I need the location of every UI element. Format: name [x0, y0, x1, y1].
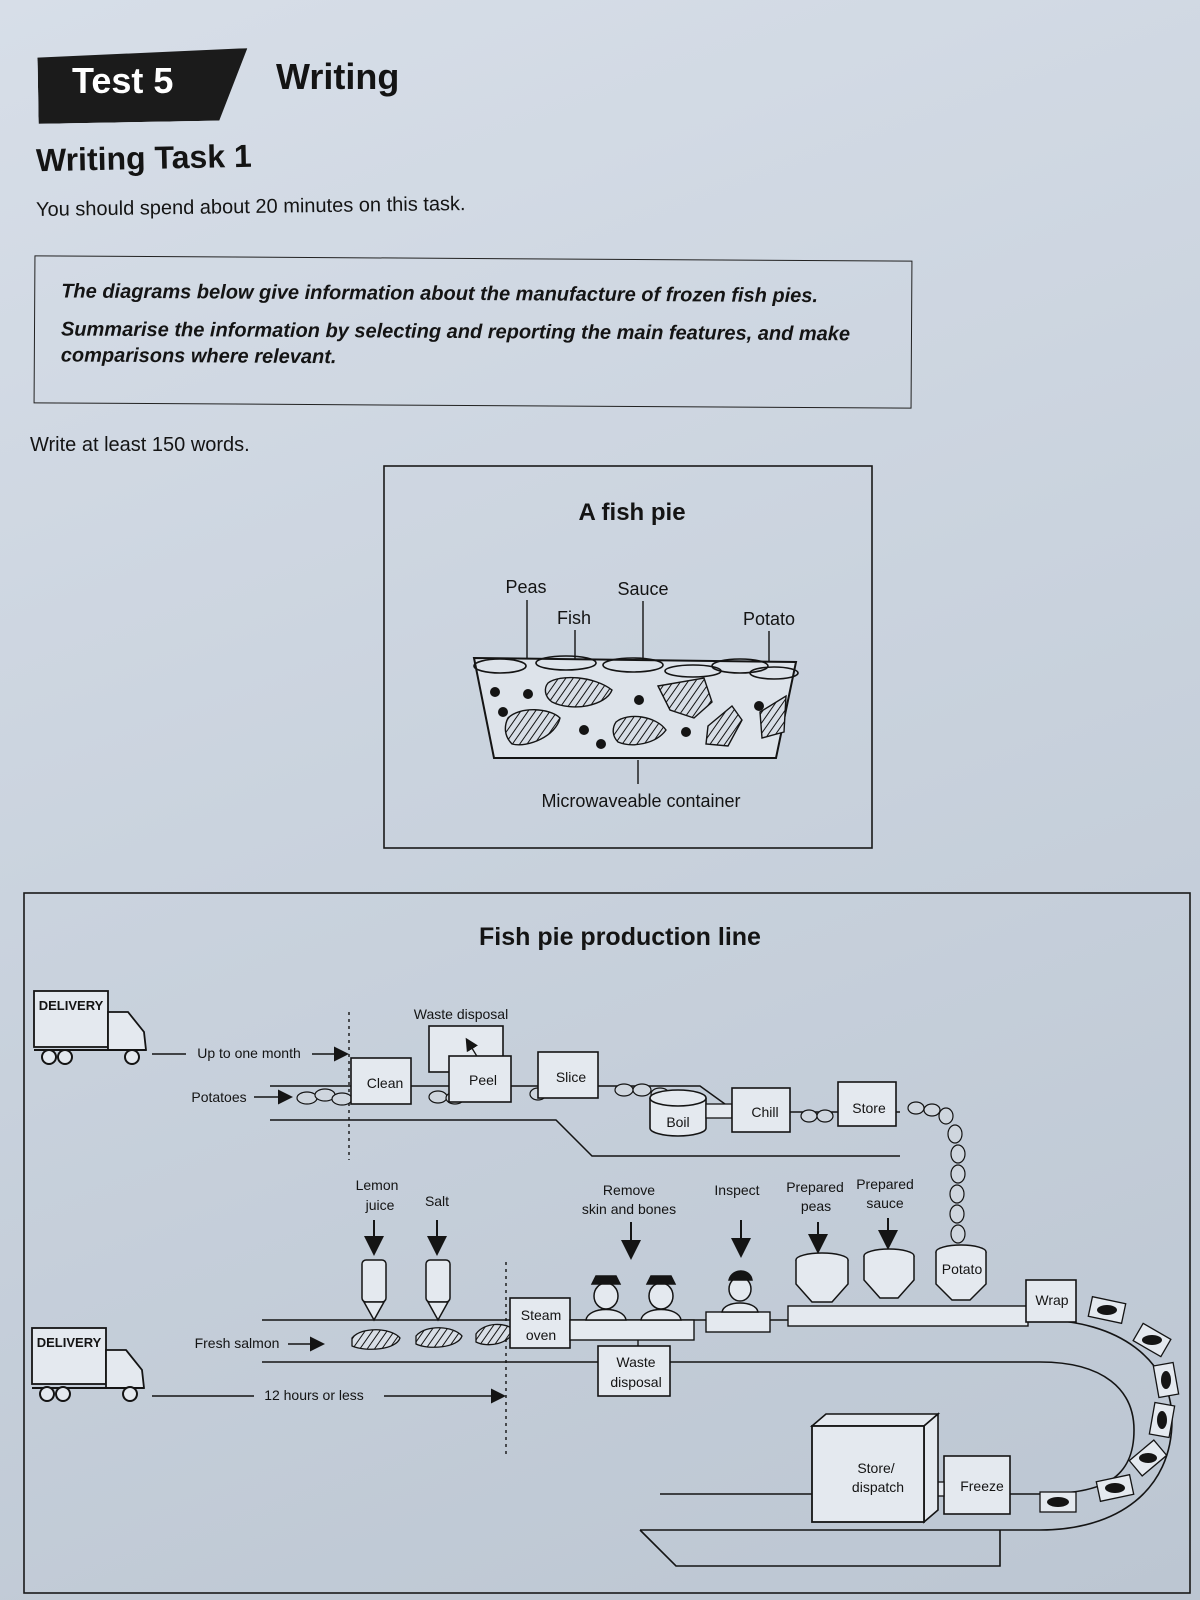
peas-hopper [795, 1252, 849, 1303]
lemon-label-line1: Lemon [356, 1177, 399, 1193]
slice-station: Slice [537, 1051, 599, 1099]
potatoes-input-label: Potatoes [191, 1089, 246, 1105]
fish-pie-frame [383, 465, 873, 849]
peel-station: Peel [448, 1055, 512, 1103]
store-label: Store [852, 1100, 886, 1116]
lemon-juice-dispenser [361, 1259, 387, 1322]
production-line-title: Fish pie production line [479, 923, 761, 951]
steam-oven-label-1: Steam [521, 1307, 561, 1323]
salt-dispenser [425, 1259, 451, 1322]
inspect-label: Inspect [714, 1182, 759, 1198]
wrap-station: Wrap [1025, 1279, 1077, 1323]
store-dispatch-label-2: dispatch [852, 1479, 904, 1495]
chill-station: Chill [731, 1087, 791, 1133]
chill-label: Chill [751, 1104, 778, 1120]
fish-waste-label-1: Waste [616, 1354, 655, 1370]
test-label: Test 5 [72, 60, 174, 101]
steam-oven-label-2: oven [526, 1327, 556, 1343]
freeze-label: Freeze [960, 1478, 1004, 1494]
potato-label: Potato [743, 609, 795, 629]
prepared-peas-label-2: peas [801, 1198, 831, 1214]
salt-label: Salt [425, 1193, 449, 1209]
clean-station: Clean [350, 1057, 412, 1105]
container-label: Microwaveable container [541, 791, 740, 811]
delivery-truck-potatoes: DELIVERY [33, 990, 148, 1065]
clean-label: Clean [367, 1075, 404, 1091]
wrapped-pies [1039, 1295, 1180, 1513]
worker-figures [585, 1270, 759, 1321]
production-line-diagram: Fish pie production line DELIVERY Up to … [23, 892, 1191, 1594]
section-title: Writing [276, 56, 400, 97]
slice-label: Slice [556, 1069, 587, 1085]
salmon-fillets [351, 1323, 515, 1350]
remove-label-line2: skin and bones [582, 1201, 676, 1217]
potato-waste-label: Waste disposal [414, 1006, 508, 1022]
sauce-hopper [863, 1248, 915, 1299]
freeze-station: Freeze [943, 1455, 1011, 1515]
boil-label: Boil [666, 1114, 689, 1130]
delivery-label-2: DELIVERY [37, 1335, 102, 1350]
delivery-label-1: DELIVERY [39, 998, 104, 1013]
fish-pieces [504, 676, 787, 747]
store-dispatch-label-1: Store/ [857, 1460, 894, 1476]
word-count-instruction: Write at least 150 words. [30, 434, 250, 456]
wrapped-pie-contents [1047, 1305, 1171, 1507]
wrap-label: Wrap [1035, 1292, 1068, 1308]
fish-pie-title: A fish pie [578, 499, 685, 526]
fish-pie-diagram: A fish pie Peas Sauce Fish Potato [383, 465, 873, 849]
potato-hopper-label: Potato [942, 1261, 983, 1277]
peas-dots [490, 687, 764, 749]
peas-label: Peas [505, 577, 546, 597]
salmon-input-label: Fresh salmon [195, 1335, 280, 1351]
prepared-peas-label-1: Prepared [786, 1179, 844, 1195]
sauce-label: Sauce [617, 579, 668, 599]
salmon-timing-label: 12 hours or less [264, 1387, 364, 1403]
store-station: Store [837, 1081, 897, 1127]
production-line-frame [23, 892, 1191, 1594]
remove-label-line1: Remove [603, 1182, 655, 1198]
lemon-label-line2: juice [365, 1197, 395, 1213]
fish-waste-disposal: Waste disposal [597, 1340, 671, 1397]
potato-hopper: Potato [935, 1244, 987, 1301]
store-dispatch-station: Store/ dispatch [809, 1412, 941, 1524]
fish-label: Fish [557, 608, 591, 628]
steam-oven-station: Steam oven [509, 1297, 571, 1349]
peel-label: Peel [469, 1072, 497, 1088]
boil-station: Boil [649, 1089, 707, 1137]
sauce-surface [473, 655, 799, 680]
delivery-truck-salmon: DELIVERY [31, 1327, 146, 1402]
prepared-sauce-label-2: sauce [866, 1195, 904, 1211]
potato-timing-label: Up to one month [197, 1045, 301, 1061]
fish-waste-label-2: disposal [610, 1374, 661, 1390]
prepared-sauce-label-1: Prepared [856, 1176, 914, 1192]
